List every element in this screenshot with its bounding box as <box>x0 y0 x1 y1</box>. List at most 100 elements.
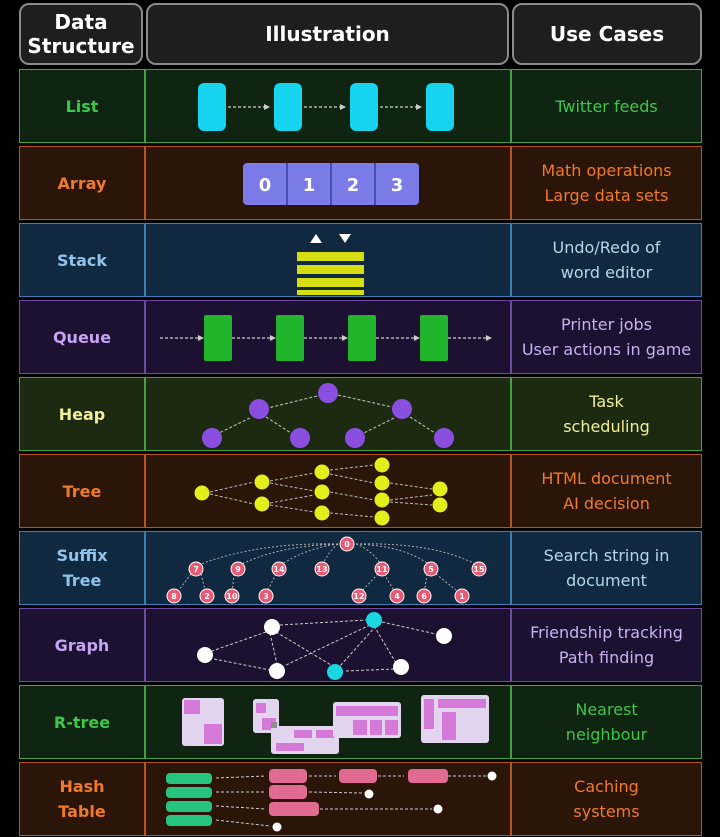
row-r-tree-use-line2: neighbour <box>565 725 648 744</box>
row-queue-use: Printer jobs User actions in game <box>511 300 702 374</box>
row-list-name: List <box>19 69 145 143</box>
hash-entry <box>269 802 319 816</box>
row-heap-use-line2: scheduling <box>563 417 650 436</box>
tree-node <box>254 496 270 512</box>
row-stack-use-line2: word editor <box>560 263 653 282</box>
graph-node <box>269 663 285 679</box>
hash-table-diagram <box>166 769 497 832</box>
tree-node <box>314 464 330 480</box>
heap-node <box>392 399 412 419</box>
heap-node <box>202 428 222 448</box>
list-diagram <box>198 83 454 131</box>
graph-node <box>327 664 343 680</box>
row-graph-use-line2: Path finding <box>558 648 655 667</box>
row-hash-table-label-line2: Table <box>58 802 106 821</box>
stack-layer <box>297 252 364 261</box>
graph-node <box>436 628 452 644</box>
header-use-cases: Use Cases <box>512 3 702 65</box>
row-array-use-line2: Large data sets <box>544 186 669 205</box>
row-list-illustration <box>145 69 511 143</box>
queue-node <box>276 315 304 361</box>
row-graph-illustration <box>145 608 511 682</box>
suffix-node <box>351 588 367 604</box>
row-suffix-tree-label-line1: Suffix <box>56 546 108 565</box>
suffix-node <box>389 588 405 604</box>
suffix-node-label: 9 <box>235 565 241 574</box>
suffix-node <box>423 561 439 577</box>
row-r-tree-illustration <box>145 685 511 759</box>
row-tree-illustration <box>145 454 511 528</box>
row-graph-use: Friendship tracking Path finding <box>511 608 702 682</box>
tree-node <box>254 474 270 490</box>
stack-layer <box>297 290 364 295</box>
push-up-arrow-icon <box>310 234 322 243</box>
suffix-node-label: 13 <box>316 565 327 574</box>
tree-node <box>314 505 330 521</box>
hash-entry <box>269 769 307 783</box>
suffix-node <box>224 588 240 604</box>
heap-diagram <box>202 383 454 448</box>
row-suffix-tree-name: Suffix Tree <box>19 531 145 605</box>
r-tree-box <box>182 698 224 746</box>
suffix-node <box>416 588 432 604</box>
header-data-structure-line2: Structure <box>27 34 135 58</box>
array-diagram: 0 1 2 3 <box>243 163 419 205</box>
row-stack-use-line1: Undo/Redo of <box>552 238 661 257</box>
tree-node <box>374 457 390 473</box>
row-r-tree-label: R-tree <box>53 712 111 732</box>
graph-node <box>264 619 280 635</box>
header-data-structure: Data Structure <box>19 3 143 65</box>
queue-node <box>348 315 376 361</box>
hash-null-end <box>433 804 443 814</box>
row-tree-use-line1: HTML document <box>541 469 672 488</box>
row-graph-use-line1: Friendship tracking <box>530 623 683 642</box>
array-cell-0: 0 <box>259 175 272 196</box>
row-array-use: Math operations Large data sets <box>511 146 702 220</box>
row-hash-table-use-line1: Caching <box>574 777 639 796</box>
tree-node <box>374 510 390 526</box>
array-cell-3: 3 <box>391 175 404 196</box>
queue-node <box>204 315 232 361</box>
heap-node <box>249 399 269 419</box>
row-list-label: List <box>65 96 99 116</box>
hash-bucket <box>166 773 212 784</box>
row-array-illustration: 0 1 2 3 <box>145 146 511 220</box>
row-graph-label: Graph <box>54 635 110 655</box>
row-tree-label: Tree <box>62 481 102 501</box>
tree-node <box>194 485 210 501</box>
suffix-node <box>471 561 487 577</box>
row-tree-use-line2: AI decision <box>563 494 650 513</box>
stack-layer <box>297 278 364 287</box>
row-heap-label: Heap <box>58 404 106 424</box>
r-tree-box <box>333 702 401 738</box>
list-node <box>426 83 454 131</box>
hash-entry <box>339 769 377 783</box>
row-r-tree-use: Nearest neighbour <box>511 685 702 759</box>
suffix-node-label: 3 <box>263 592 269 601</box>
array-cell-1: 1 <box>303 175 316 196</box>
suffix-node-label: 0 <box>344 540 350 549</box>
row-array-name: Array <box>19 146 145 220</box>
row-queue-use-line2: User actions in game <box>521 340 692 359</box>
row-heap-illustration <box>145 377 511 451</box>
suffix-node <box>258 588 274 604</box>
row-stack-name: Stack <box>19 223 145 297</box>
row-queue-label: Queue <box>52 327 112 347</box>
heap-node <box>434 428 454 448</box>
array-cell-2: 2 <box>347 175 360 196</box>
tree-node <box>432 497 448 513</box>
list-node <box>198 83 226 131</box>
suffix-node-label: 10 <box>226 592 238 601</box>
row-suffix-tree-label-line2: Tree <box>62 571 102 590</box>
suffix-node-label: 8 <box>171 592 177 601</box>
row-queue-illustration <box>145 300 511 374</box>
graph-diagram <box>197 612 452 680</box>
row-graph-name: Graph <box>19 608 145 682</box>
row-hash-table-use: Caching systems <box>511 762 702 836</box>
hash-entry <box>269 785 307 799</box>
hash-bucket <box>166 815 212 826</box>
row-queue-use-line1: Printer jobs <box>560 315 653 334</box>
suffix-node-label: 4 <box>394 592 400 601</box>
row-stack-use: Undo/Redo of word editor <box>511 223 702 297</box>
hash-bucket <box>166 801 212 812</box>
